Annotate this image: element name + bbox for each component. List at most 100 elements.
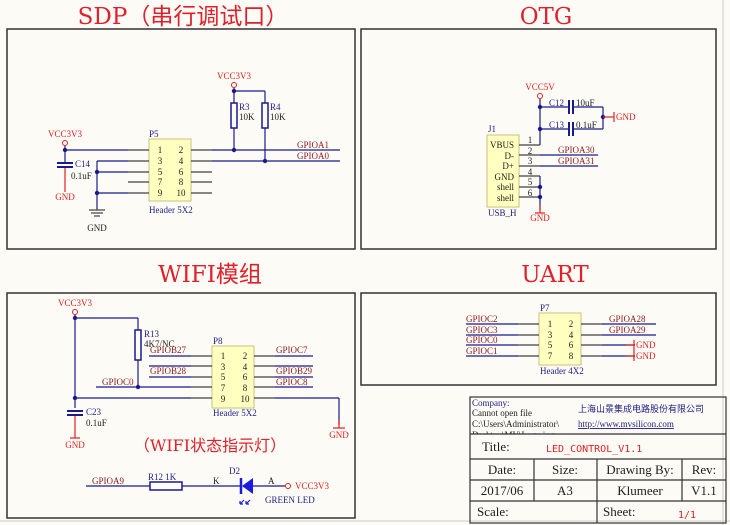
net-label-gpioc3: GPIOC3 <box>466 325 498 335</box>
svg-text:4: 4 <box>528 167 533 177</box>
company-logo-path-cont: Desktop\MV\Logo.jpg <box>472 430 555 440</box>
r13-ref: R13 <box>144 329 160 339</box>
svg-text:1: 1 <box>528 135 533 145</box>
otg-vcc-label: VCC5V <box>525 82 555 92</box>
drawing-by-label: Drawing By: <box>606 462 674 477</box>
size-label: Size: <box>552 462 578 477</box>
sdp-section-title: SDP（串行调试口） <box>78 4 289 30</box>
d2-ref: D2 <box>229 466 240 476</box>
p5-name: Header 5X2 <box>149 205 193 215</box>
svg-text:5: 5 <box>221 372 226 382</box>
net-label-gpioc8: GPIOC8 <box>276 377 308 387</box>
net-label-gpioc0: GPIOC0 <box>102 377 134 387</box>
svg-text:7: 7 <box>158 177 163 187</box>
j1-usb-connector <box>486 134 520 208</box>
uart-section-box <box>360 292 717 386</box>
svg-text:5: 5 <box>548 340 553 350</box>
r13-resistor <box>134 329 142 361</box>
c13-ref: C13 <box>549 120 565 130</box>
r3-value: 10K <box>239 112 255 122</box>
led-cathode-label: K <box>213 476 220 486</box>
led-anode-label: A <box>268 476 275 486</box>
svg-text:3: 3 <box>528 156 533 166</box>
p7-pin-numbers: 1 3 5 7 2 4 6 8 <box>548 319 574 361</box>
svg-text:8: 8 <box>243 383 248 393</box>
svg-text:8: 8 <box>569 351 574 361</box>
r13-value: 4K7/NC <box>144 339 175 349</box>
r4-resistor <box>261 102 269 129</box>
p7-name: Header 4X2 <box>540 366 584 376</box>
date-value: 2017/06 <box>481 483 524 498</box>
company-logo-error: Cannot open file <box>472 408 532 418</box>
net-label-gpioa29: GPIOA29 <box>609 325 646 335</box>
led-name: GREEN LED <box>265 495 315 505</box>
svg-text:3: 3 <box>158 156 163 166</box>
svg-text:4: 4 <box>179 156 184 166</box>
sheet-label: Sheet: <box>603 504 636 519</box>
svg-text:9: 9 <box>158 188 163 198</box>
net-label-gpioa0: GPIOA0 <box>297 151 330 161</box>
sheet-value: 1/1 <box>678 510 696 521</box>
sdp-vcc-top-label: VCC3V3 <box>217 71 252 81</box>
r4-value: 10K <box>270 112 286 122</box>
j1-name: USB_H <box>488 208 517 218</box>
company-url-link[interactable]: http://www.mvsilicon.com <box>578 419 674 429</box>
led-vcc-label: VCC3V3 <box>295 481 330 491</box>
net-label-gpiob29: GPIOB29 <box>276 366 313 376</box>
otg-section-title: OTG <box>520 4 573 30</box>
svg-text:1: 1 <box>548 319 553 329</box>
net-label-gpioa31: GPIOA31 <box>558 156 595 166</box>
net-label-gpioa1: GPIOA1 <box>297 140 329 150</box>
power-port-icon <box>231 82 237 88</box>
svg-text:8: 8 <box>179 177 184 187</box>
svg-text:VBUS: VBUS <box>490 140 514 150</box>
svg-text:D+: D+ <box>502 161 514 171</box>
uart-gnd-label-2: GND <box>636 351 656 361</box>
svg-text:5: 5 <box>158 167 163 177</box>
c14-gnd-label: GND <box>55 192 75 202</box>
svg-text:4: 4 <box>569 330 574 340</box>
otg-circuit: VCC5V GND C12 10uF C13 0.1uF J1 USB_H VB… <box>486 82 636 223</box>
svg-text:9: 9 <box>221 394 226 404</box>
title-block: Company: Cannot open file C:\Users\Admin… <box>469 396 727 524</box>
led-diode-icon <box>239 478 253 505</box>
wifi-section-box <box>6 292 356 519</box>
wifi-circuit: VCC3V3 R13 4K7/NC P8 Header 5X2 1 3 5 7 … <box>58 298 349 505</box>
rev-label: Rev: <box>692 462 717 477</box>
svg-text:4: 4 <box>243 362 248 372</box>
svg-text:shell: shell <box>497 182 514 192</box>
svg-text:2: 2 <box>243 351 248 361</box>
net-label-gpioc7: GPIOC7 <box>276 345 308 355</box>
otg-section-box <box>360 28 717 250</box>
power-port-icon <box>537 93 543 99</box>
power-port-icon <box>72 309 78 315</box>
net-label-gpioc0-uart: GPIOC0 <box>466 335 498 345</box>
otg-cap-gnd-label: GND <box>616 112 636 122</box>
rev-value: V1.1 <box>691 483 717 498</box>
ground-symbol-icon <box>89 209 105 217</box>
otg-gnd-label: GND <box>530 213 550 223</box>
size-value: A3 <box>557 483 573 498</box>
svg-text:6: 6 <box>528 188 533 198</box>
svg-text:10: 10 <box>177 188 187 198</box>
svg-text:3: 3 <box>221 362 226 372</box>
svg-text:3: 3 <box>548 330 553 340</box>
company-label: Company: <box>472 398 510 408</box>
uart-gnd-label-1: GND <box>636 340 656 350</box>
p5-header <box>148 138 192 202</box>
wifi-vcc-label: VCC3V3 <box>58 298 93 308</box>
r12-label: R12 1K <box>148 472 177 482</box>
date-label: Date: <box>488 462 516 477</box>
sdp-section-box <box>6 28 356 250</box>
net-label-gpiob28: GPIOB28 <box>150 366 187 376</box>
sdp-vcc-left-label: VCC3V3 <box>48 129 83 139</box>
svg-text:D-: D- <box>505 151 515 161</box>
svg-text:7: 7 <box>221 383 226 393</box>
net-label-gpiob27: GPIOB27 <box>150 345 187 355</box>
j1-pin-names: VBUS D- D+ GND shell shell <box>490 140 515 203</box>
wifi-section-title: WIFI模组 <box>158 262 262 288</box>
svg-text:GND: GND <box>495 172 515 182</box>
c14-ref: C14 <box>75 159 91 169</box>
c12-ref: C12 <box>549 98 564 108</box>
svg-text:6: 6 <box>243 372 248 382</box>
